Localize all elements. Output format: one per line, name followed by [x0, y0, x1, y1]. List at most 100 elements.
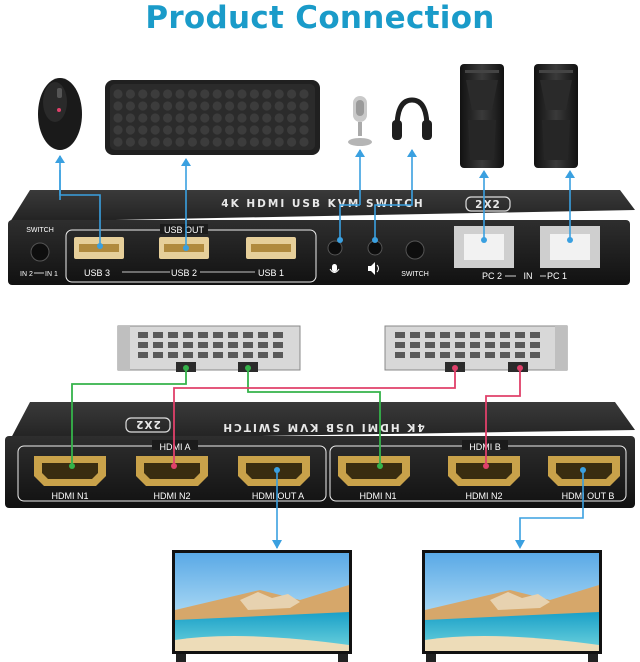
vent-slot: [213, 352, 223, 358]
hdmi-a-n1-label: HDMI N1: [51, 491, 88, 501]
hdmi-port-a-n1[interactable]: [34, 456, 106, 486]
vent-slot: [485, 332, 495, 338]
keyboard-key: [237, 89, 247, 99]
keyboard-key: [299, 113, 309, 123]
vent-slot: [198, 352, 208, 358]
keyboard-key: [299, 137, 309, 147]
vent-slot: [198, 332, 208, 338]
keyboard-key: [187, 113, 197, 123]
hdmi-a-n2-label: HDMI N2: [153, 491, 190, 501]
monitor-a-icon: [172, 550, 352, 662]
kvm-bottom-banner: 4K HDMI USB KVM SWITCH: [221, 421, 424, 433]
microphone-icon: [329, 264, 340, 273]
left-switch-button[interactable]: [30, 242, 50, 262]
keyboard-key: [274, 137, 284, 147]
vent-slot: [228, 332, 238, 338]
keyboard-key: [138, 137, 148, 147]
keyboard-key: [187, 101, 197, 111]
keyboard-key: [150, 89, 160, 99]
monitor-b-icon: [422, 550, 602, 662]
keyboard-key: [163, 89, 173, 99]
arrow-heads-top: [55, 149, 575, 251]
hdmi-port-b-n1[interactable]: [338, 456, 410, 486]
keyboard-key: [274, 125, 284, 135]
pc1-label: PC 1: [547, 271, 567, 281]
vent-slot: [425, 342, 435, 348]
vent-slot: [273, 332, 283, 338]
vent-slot: [243, 332, 253, 338]
speaker-jack[interactable]: [367, 240, 383, 256]
hdmi-out-a-label: HDMI OUT A: [252, 491, 304, 501]
usb-port-1[interactable]: [246, 237, 296, 259]
mic-jack[interactable]: [327, 240, 343, 256]
left-switch-label: SWITCH: [26, 227, 54, 234]
vent-slot: [213, 332, 223, 338]
graphics-card-bracket-right: [384, 325, 568, 372]
keyboard-key: [138, 125, 148, 135]
keyboard-key: [212, 125, 222, 135]
vent-slot: [243, 352, 253, 358]
keyboard-key: [287, 125, 297, 135]
keyboard-key: [225, 89, 235, 99]
vent-slot: [258, 332, 268, 338]
keyboard-key: [262, 125, 272, 135]
keyboard-key: [225, 125, 235, 135]
keyboard-key: [125, 113, 135, 123]
vent-slot: [470, 332, 480, 338]
vent-slot: [425, 332, 435, 338]
vent-slot: [395, 342, 405, 348]
microphone-icon: [348, 96, 372, 146]
keyboard-key: [113, 137, 123, 147]
keyboard-key: [225, 101, 235, 111]
hdmi-port-a-n2[interactable]: [136, 456, 208, 486]
speaker-icon: [368, 262, 379, 275]
keyboard-key: [287, 89, 297, 99]
keyboard-key: [150, 137, 160, 147]
vent-slot: [440, 352, 450, 358]
keyboard-key: [287, 101, 297, 111]
usb-cable-lines: [59, 150, 571, 248]
keyboard-key: [299, 101, 309, 111]
vent-slot: [395, 332, 405, 338]
keyboard-key: [138, 113, 148, 123]
pc-tower-right-icon: [534, 64, 578, 168]
keyboard-key: [125, 125, 135, 135]
hdmi-cable-endpoints: [69, 365, 523, 469]
keyboard-key: [200, 89, 210, 99]
usb-port-1-label: USB 1: [258, 268, 284, 278]
in2-label: IN 2: [20, 271, 33, 278]
keyboard-key: [274, 101, 284, 111]
keyboard-key: [175, 125, 185, 135]
vent-slot: [228, 352, 238, 358]
keyboard-key: [163, 125, 173, 135]
vent-slot: [515, 352, 525, 358]
keyboard-key: [150, 113, 160, 123]
hdmi-group-a-label: HDMI A: [159, 442, 190, 452]
keyboard-key: [212, 137, 222, 147]
hdmi-port-b-n2[interactable]: [448, 456, 520, 486]
keyboard-key: [175, 89, 185, 99]
keyboard-key: [187, 89, 197, 99]
kvm-switch-bottom: 4K HDMI USB KVM SWITCH 2X2 HDMI A HDMI B: [5, 402, 635, 508]
vent-slot: [515, 332, 525, 338]
vent-slot: [440, 342, 450, 348]
keyboard-key: [237, 125, 247, 135]
keyboard-key: [262, 137, 272, 147]
keyboard-key: [249, 125, 259, 135]
keyboard-key: [187, 137, 197, 147]
right-switch-button[interactable]: [405, 240, 425, 260]
keyboard-key: [125, 137, 135, 147]
keyboard-key: [150, 101, 160, 111]
vent-slot: [500, 352, 510, 358]
keyboard-key: [113, 125, 123, 135]
keyboard-key: [274, 89, 284, 99]
vent-slot: [455, 342, 465, 348]
vent-slot: [258, 352, 268, 358]
vent-slot: [515, 342, 525, 348]
pc-tower-left-icon: [460, 64, 504, 168]
in1-label: IN 1: [45, 271, 58, 278]
hdmi-port-out-a[interactable]: [238, 456, 310, 486]
hdmi-out-b-label: HDMI OUT B: [562, 491, 615, 501]
vent-slot: [168, 342, 178, 348]
